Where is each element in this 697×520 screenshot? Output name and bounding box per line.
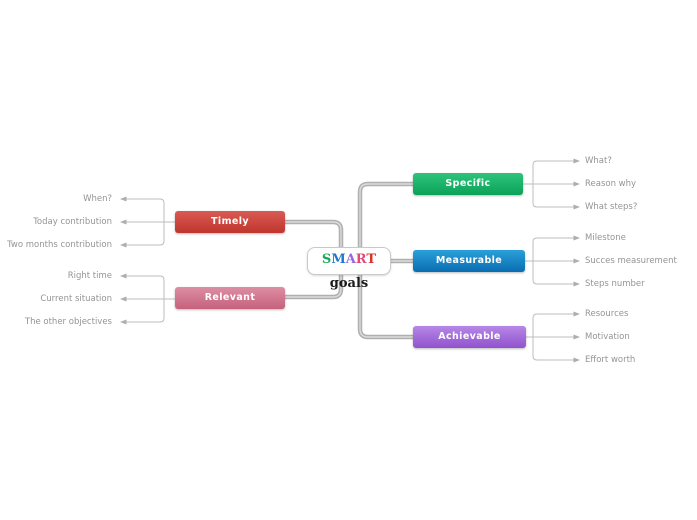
arrow-left-icon xyxy=(120,296,127,302)
leaf-two-months-contribution[interactable]: Two months contribution xyxy=(7,240,112,250)
arrow-right-icon xyxy=(573,204,580,210)
arrow-left-icon xyxy=(120,273,127,279)
arrow-left-icon xyxy=(120,196,127,202)
leaf-steps-number[interactable]: Steps number xyxy=(585,279,645,289)
leaf-today-contribution[interactable]: Today contribution xyxy=(33,217,112,227)
leaf-the-other-objectives[interactable]: The other objectives xyxy=(24,317,112,327)
node-specific[interactable]: Specific xyxy=(413,173,523,195)
connector-relevant-leaves xyxy=(126,275,175,323)
node-relevant[interactable]: Relevant xyxy=(175,287,285,309)
smart-letter-s: S xyxy=(321,252,332,267)
leaf-motivation[interactable]: Motivation xyxy=(585,332,630,342)
node-measurable[interactable]: Measurable xyxy=(413,250,525,272)
arrow-right-icon xyxy=(573,357,580,363)
leaf-succes-measurement[interactable]: Succes measurement xyxy=(585,256,677,266)
arrow-left-icon xyxy=(120,319,127,325)
central-node-suffix: goals xyxy=(329,276,369,291)
arrow-right-icon xyxy=(573,181,580,187)
leaf-resources[interactable]: Resources xyxy=(585,309,629,319)
leaf-effort-worth[interactable]: Effort worth xyxy=(585,355,636,365)
leaf-what[interactable]: What? xyxy=(585,156,612,166)
arrow-right-icon xyxy=(573,334,580,340)
leaf-right-time[interactable]: Right time xyxy=(67,271,112,281)
leaf-milestone[interactable]: Milestone xyxy=(585,233,626,243)
leaf-reason-why[interactable]: Reason why xyxy=(585,179,637,189)
arrow-left-icon xyxy=(120,242,127,248)
leaf-connectors xyxy=(126,160,574,361)
smart-letter-a: A xyxy=(345,252,356,267)
leaf-current-situation[interactable]: Current situation xyxy=(40,294,112,304)
node-achievable[interactable]: Achievable xyxy=(413,326,526,348)
leaf-when[interactable]: When? xyxy=(83,194,112,204)
central-node-smart-goals[interactable]: SMART goals xyxy=(307,247,391,291)
arrow-right-icon xyxy=(573,311,580,317)
arrow-right-icon xyxy=(573,281,580,287)
leaf-what-steps[interactable]: What steps? xyxy=(585,202,638,212)
leaf-arrowheads xyxy=(120,158,580,363)
connector-timely-leaves xyxy=(126,198,175,246)
arrow-right-icon xyxy=(573,258,580,264)
connector-measurable-leaves xyxy=(525,237,574,285)
smart-letter-t: T xyxy=(366,252,377,267)
node-timely[interactable]: Timely xyxy=(175,211,285,233)
connector-achievable-leaves xyxy=(526,313,574,361)
smart-letter-r: R xyxy=(355,252,367,267)
arrow-right-icon xyxy=(573,158,580,164)
arrow-right-icon xyxy=(573,235,580,241)
connector-specific-leaves xyxy=(523,160,574,208)
arrow-left-icon xyxy=(120,219,127,225)
smart-letter-m: M xyxy=(331,252,346,267)
